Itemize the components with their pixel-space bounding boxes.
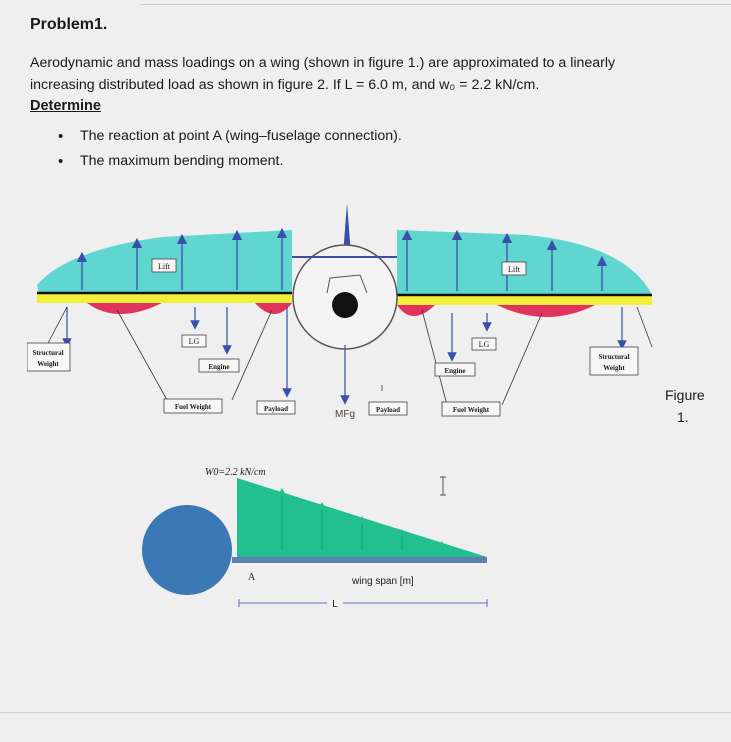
statement-line-1: Aerodynamic and mass loadings on a wing … <box>30 55 616 71</box>
task-item-reaction: The reaction at point A (wing–fuselage c… <box>58 124 402 149</box>
lift-label-right: Lift <box>508 265 521 274</box>
cockpit-outline <box>326 274 368 294</box>
right-engine-pod-outer <box>497 305 595 317</box>
fuel-label-left: Fuel Weight <box>175 403 212 411</box>
statement-line-2: increasing distributed load as shown in … <box>30 77 540 93</box>
span-label: wing span [m] <box>351 576 414 587</box>
engine-hub <box>332 292 358 318</box>
engine-label-left: Engine <box>208 363 229 371</box>
left-engine-pod-inner <box>255 303 292 314</box>
wing-loading-figure: Lift Lift LG LG Structural Weight Struct… <box>27 203 653 610</box>
lift-label-left: Lift <box>158 262 171 271</box>
task-list: The reaction at point A (wing–fuselage c… <box>58 124 402 174</box>
length-label: L <box>332 599 338 610</box>
text-cursor-icon <box>440 476 446 496</box>
lg-label-right: LG <box>479 340 490 349</box>
structural-label-right-1: Structural <box>598 353 629 361</box>
structural-label-right-2: Weight <box>603 364 625 372</box>
determine-heading: Determine <box>30 98 101 114</box>
point-a-label: A <box>248 572 256 583</box>
problem-title: Problem1. <box>30 16 108 33</box>
mfg-label: MFg <box>335 409 355 420</box>
figure-caption-number: 1. <box>677 409 689 425</box>
right-wing-strip <box>397 295 652 305</box>
engine-label-right: Engine <box>444 367 465 375</box>
w0-label: W0=2.2 kN/cm <box>205 467 266 478</box>
bottom-rule <box>0 712 731 713</box>
problem-statement: Aerodynamic and mass loadings on a wing … <box>30 52 725 96</box>
right-engine-pod-inner <box>397 305 435 316</box>
lg-label-left: LG <box>189 337 200 346</box>
task-item-bending-moment: The maximum bending moment. <box>58 149 402 174</box>
tail-fin <box>343 203 351 255</box>
wing-beam <box>232 557 487 563</box>
structural-label-left-2: Weight <box>37 360 59 368</box>
figure-caption: Figure 1. <box>665 384 705 428</box>
fuel-label-right: Fuel Weight <box>453 406 490 414</box>
structural-label-left-1: Structural <box>32 349 63 357</box>
payload-label-right: Payload <box>376 406 400 414</box>
top-rule <box>140 4 731 5</box>
figure-caption-word: Figure <box>665 387 705 403</box>
left-engine-pod-outer <box>87 303 162 314</box>
payload-label-left: Payload <box>264 405 288 413</box>
fuselage-circle <box>142 505 232 595</box>
left-wing-strip <box>37 293 292 303</box>
